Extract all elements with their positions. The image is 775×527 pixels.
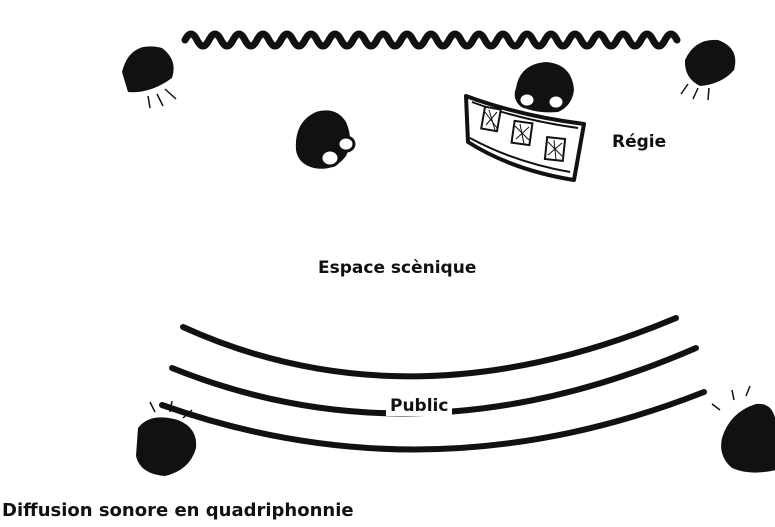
speaker-icon [711, 385, 775, 473]
wavy-curtain-icon [181, 30, 681, 50]
speaker-icon [122, 46, 177, 109]
audience-row-icon [159, 389, 707, 453]
speaker-icon [680, 39, 736, 101]
sound-engineer-icon [514, 62, 574, 113]
regie-label: Régie [612, 132, 667, 152]
mixing-console-icon [464, 94, 586, 182]
audience-row-icon [180, 315, 679, 380]
speaker-icon [136, 400, 197, 476]
diagram-caption: Diffusion sonore en quadriphonnie [2, 500, 354, 521]
stage-area-label: Espace scènique [318, 258, 477, 278]
performer-head-icon [295, 110, 356, 169]
audience-label: Public [386, 396, 453, 416]
